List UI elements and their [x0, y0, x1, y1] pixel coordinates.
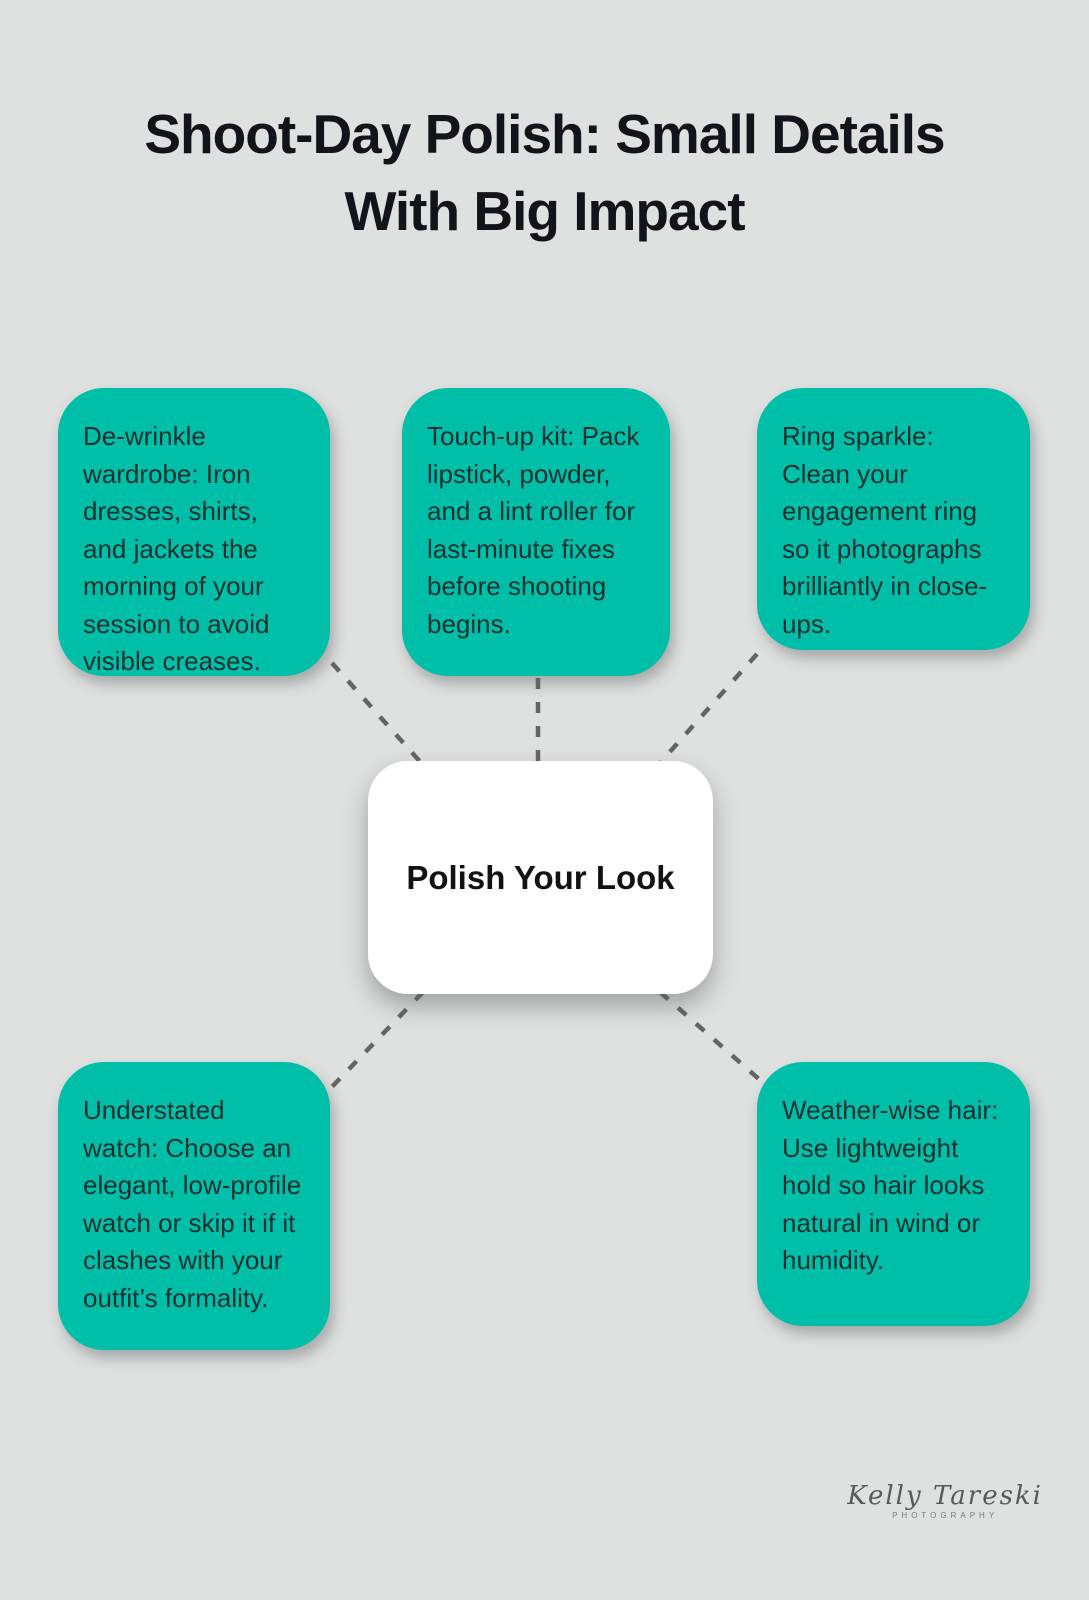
central-node-label: Polish Your Look — [406, 858, 675, 896]
tip-card-touch-up-kit: Touch-up kit: Pack lipstick, powder, and… — [402, 388, 670, 676]
page-title-line2: With Big Impact — [344, 180, 745, 242]
photographer-signature: Kelly Tareski PHOTOGRAPHY — [847, 1481, 1043, 1520]
tip-text: Understated watch: Choose an elegant, lo… — [83, 1095, 302, 1313]
signature-name: Kelly Tareski — [847, 1481, 1043, 1511]
connector-bottom-right-line — [658, 990, 762, 1082]
tip-card-understated-watch: Understated watch: Choose an elegant, lo… — [58, 1062, 330, 1350]
tip-text: De-wrinkle wardrobe: Iron dresses, shirt… — [83, 421, 270, 676]
tip-text: Touch-up kit: Pack lipstick, powder, and… — [427, 421, 640, 639]
central-node: Polish Your Look — [368, 761, 713, 994]
page-title: Shoot-Day Polish: Small Details With Big… — [0, 96, 1089, 250]
page-title-line1: Shoot-Day Polish: Small Details — [144, 103, 945, 165]
connector-top-left-line — [330, 661, 426, 768]
tip-card-dewrinkle-wardrobe: De-wrinkle wardrobe: Iron dresses, shirt… — [58, 388, 330, 676]
tip-card-ring-sparkle: Ring sparkle: Clean your engagement ring… — [757, 388, 1030, 650]
connector-bottom-left-line — [325, 990, 425, 1094]
tip-text: Ring sparkle: Clean your engagement ring… — [782, 421, 988, 639]
signature-subtitle: PHOTOGRAPHY — [892, 1511, 999, 1520]
tip-card-weather-wise-hair: Weather-wise hair: Use lightweight hold … — [757, 1062, 1030, 1326]
connector-top-right-line — [657, 652, 759, 766]
tip-text: Weather-wise hair: Use lightweight hold … — [782, 1095, 999, 1275]
